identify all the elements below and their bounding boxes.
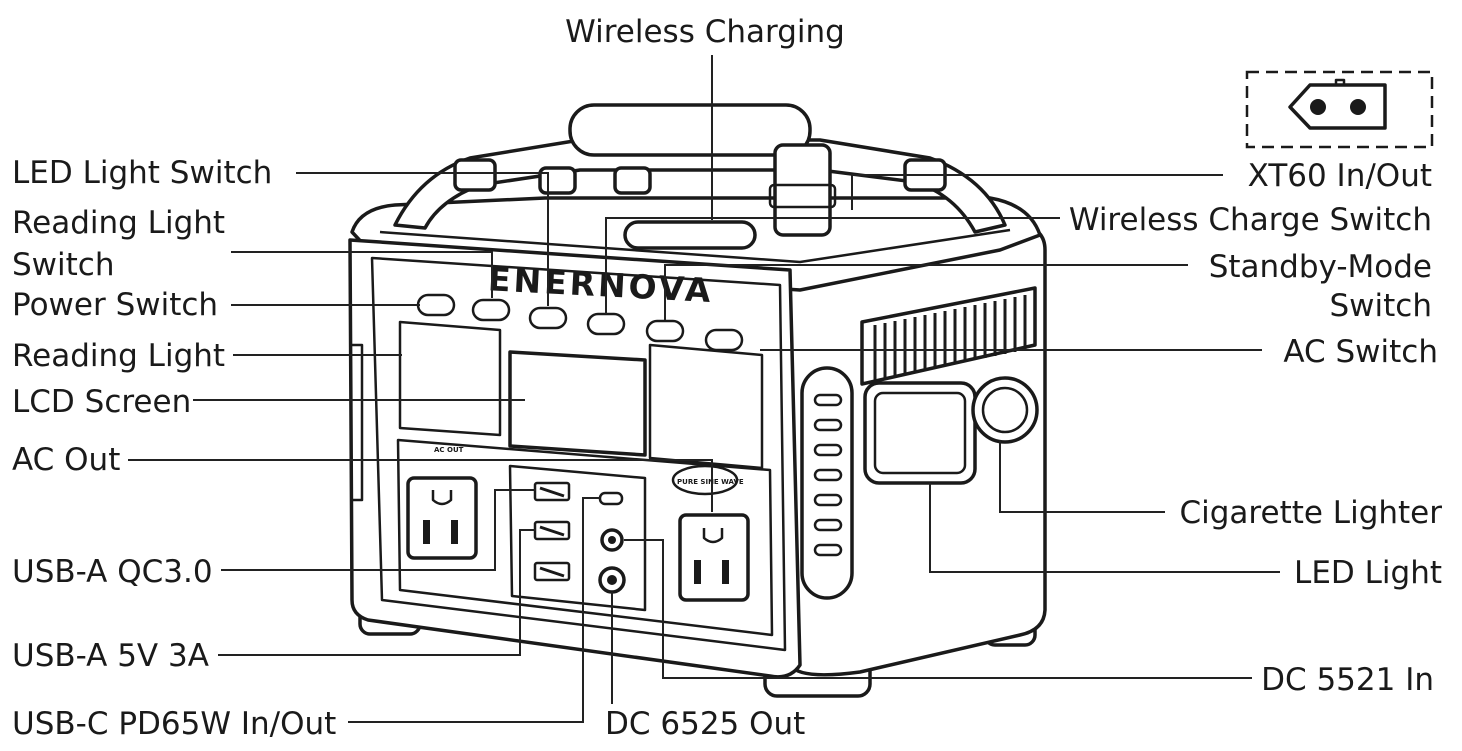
leader-lines — [128, 55, 1280, 723]
strap-buckle — [773, 143, 832, 237]
front-buttons — [416, 293, 744, 352]
power-station-illustration: ENERNOVA AC OUT PURE SINE WAVE — [348, 103, 1047, 698]
label-power-switch: Power Switch — [12, 287, 218, 323]
pure-sine-wave-tag: PURE SINE WAVE — [677, 478, 744, 486]
label-lcd-screen: LCD Screen — [12, 384, 191, 420]
label-usb-a-5v3a: USB-A 5V 3A — [12, 638, 209, 674]
label-reading-light: Reading Light — [12, 338, 225, 374]
led-light-switch-button[interactable] — [528, 306, 568, 330]
ac-switch-button[interactable] — [704, 328, 744, 352]
ac-out-tag: AC OUT — [434, 446, 464, 454]
standby-mode-switch-button[interactable] — [645, 319, 685, 343]
label-usb-a-qc30: USB-A QC3.0 — [12, 554, 213, 590]
side-grip — [800, 366, 854, 600]
side-led-light — [863, 381, 977, 485]
label-led-light-switch: LED Light Switch — [12, 155, 272, 191]
ac-outlet-left — [406, 476, 478, 560]
reading-light-switch-button[interactable] — [471, 298, 511, 322]
usb-a-qc30-port — [533, 481, 571, 502]
label-cigarette-lighter: Cigarette Lighter — [1180, 495, 1443, 531]
label-standby-line2: Switch — [1330, 288, 1433, 324]
label-standby-line1: Standby-Mode — [1209, 249, 1432, 285]
xt60-connector — [1288, 83, 1387, 130]
usb-a-5v3a-port-2 — [533, 561, 571, 582]
xt60-inset — [1245, 70, 1434, 149]
label-usb-c-pd65w: USB-C PD65W In/Out — [12, 706, 336, 742]
label-dc6525-out: DC 6525 Out — [605, 706, 805, 742]
lcd-screen — [508, 350, 647, 457]
label-wireless-charging: Wireless Charging — [565, 14, 845, 50]
label-wireless-charge-switch: Wireless Charge Switch — [1069, 202, 1432, 238]
label-xt60: XT60 In/Out — [1248, 158, 1432, 194]
handle-grip — [568, 103, 812, 157]
label-reading-light-switch-line2: Switch — [12, 247, 115, 283]
side-vents — [860, 286, 1037, 386]
reading-light-panel-right — [648, 343, 764, 470]
label-led-light: LED Light — [1294, 555, 1442, 591]
label-dc5521-in: DC 5521 In — [1261, 662, 1434, 698]
label-ac-switch: AC Switch — [1283, 334, 1438, 370]
reading-light-panel-left — [398, 320, 502, 437]
ac-outlet-right — [678, 513, 750, 602]
wireless-charging-pad — [623, 220, 757, 250]
label-ac-out: AC Out — [12, 442, 120, 478]
callout-labels: Wireless Charging LED Light Switch Readi… — [12, 14, 1442, 742]
label-reading-light-switch-line1: Reading Light — [12, 205, 225, 241]
